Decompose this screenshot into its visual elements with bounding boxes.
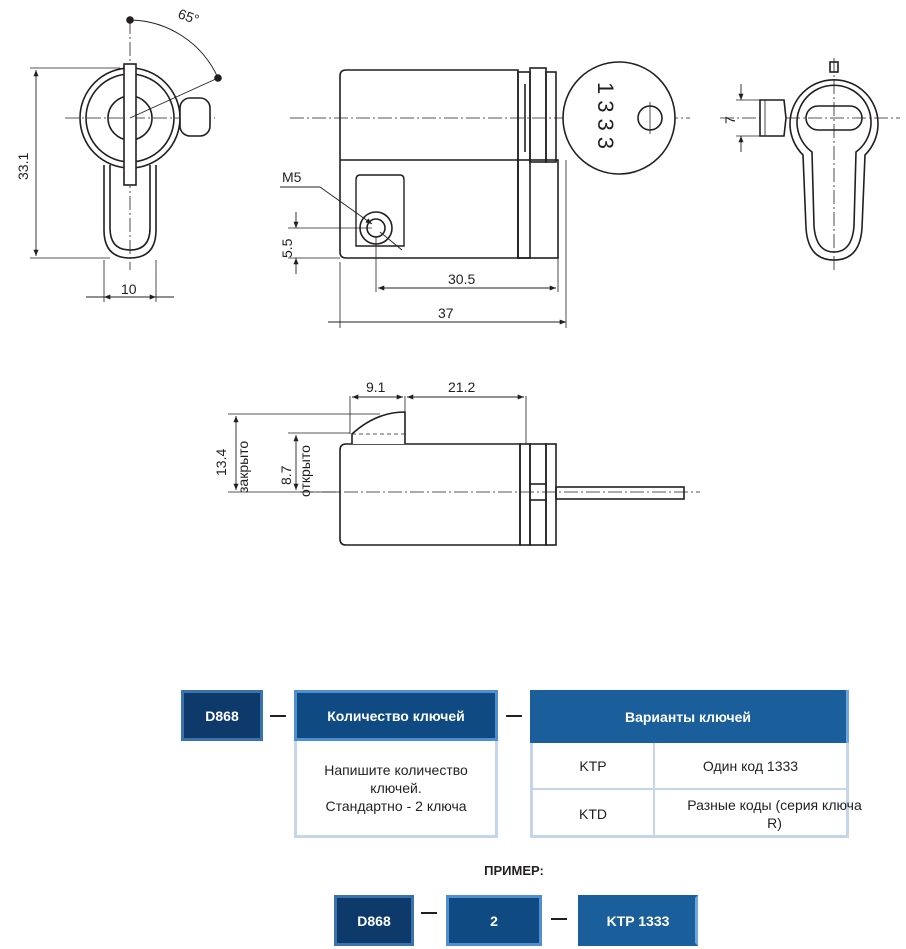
variant-description: Разные коды (серия ключа R) (687, 796, 862, 831)
variant-row: KTP Один код 1333 (533, 743, 846, 790)
cam-offset-dim: 21.2 (448, 379, 475, 395)
open-label: открыто (297, 445, 313, 497)
variant-description: Один код 1333 (702, 757, 799, 774)
front-width-dim: 10 (121, 281, 137, 297)
example-code: D868 (357, 912, 391, 929)
cam-view (228, 394, 700, 546)
keys-description-box: Напишите количество ключей. Стандартно -… (294, 741, 498, 838)
technical-drawing: 65° 33.1 10 M5 5.5 30.5 37 7 1333 9.1 21… (15, 5, 900, 546)
closed-dim: 13.4 (213, 449, 229, 476)
example-variant: KTP 1333 (606, 912, 670, 929)
variant-code: KTD (533, 790, 655, 837)
cam-width-dim: 7 (722, 116, 738, 124)
rear-view (720, 58, 900, 270)
open-dim: 8.7 (278, 465, 294, 485)
thread-label: M5 (282, 169, 302, 185)
example-code-box: D868 (334, 895, 414, 946)
example-label: ПРИМЕР: (484, 863, 544, 878)
cam-length-dim: 9.1 (366, 379, 386, 395)
variant-row: KTD Разные коды (серия ключа R) (533, 790, 862, 837)
variant-code: KTP (533, 743, 655, 788)
keys-header-box: Количество ключей (294, 690, 498, 741)
separator-dash (270, 715, 286, 717)
body-length-dim: 30.5 (448, 271, 475, 287)
example-keys-box: 2 (446, 895, 542, 946)
example-keys: 2 (490, 912, 498, 929)
thread-offset-dim: 5.5 (279, 238, 295, 258)
key-code: 1333 (593, 82, 618, 155)
keys-header: Количество ключей (327, 707, 465, 724)
key-variants-table: Варианты ключей KTP Один код 1333 KTD Ра… (530, 690, 862, 838)
keys-text-line: ключей. (370, 780, 422, 796)
example-variant-box: KTP 1333 (578, 895, 698, 946)
closed-label: закрыто (235, 441, 251, 493)
separator-dash (506, 715, 522, 717)
separator-dash (421, 912, 437, 914)
height-dim: 33.1 (15, 153, 31, 180)
keys-text-line: Напишите количество (324, 762, 468, 778)
front-view (30, 16, 222, 302)
total-length-dim: 37 (438, 305, 454, 321)
product-code: D868 (205, 707, 239, 724)
product-code-box: D868 (181, 690, 263, 741)
separator-dash (551, 918, 567, 920)
side-view (280, 61, 690, 328)
angle-label: 65° (176, 5, 201, 27)
variants-header: Варианты ключей (530, 690, 849, 743)
keys-text-line: Стандартно - 2 ключа (325, 798, 467, 814)
